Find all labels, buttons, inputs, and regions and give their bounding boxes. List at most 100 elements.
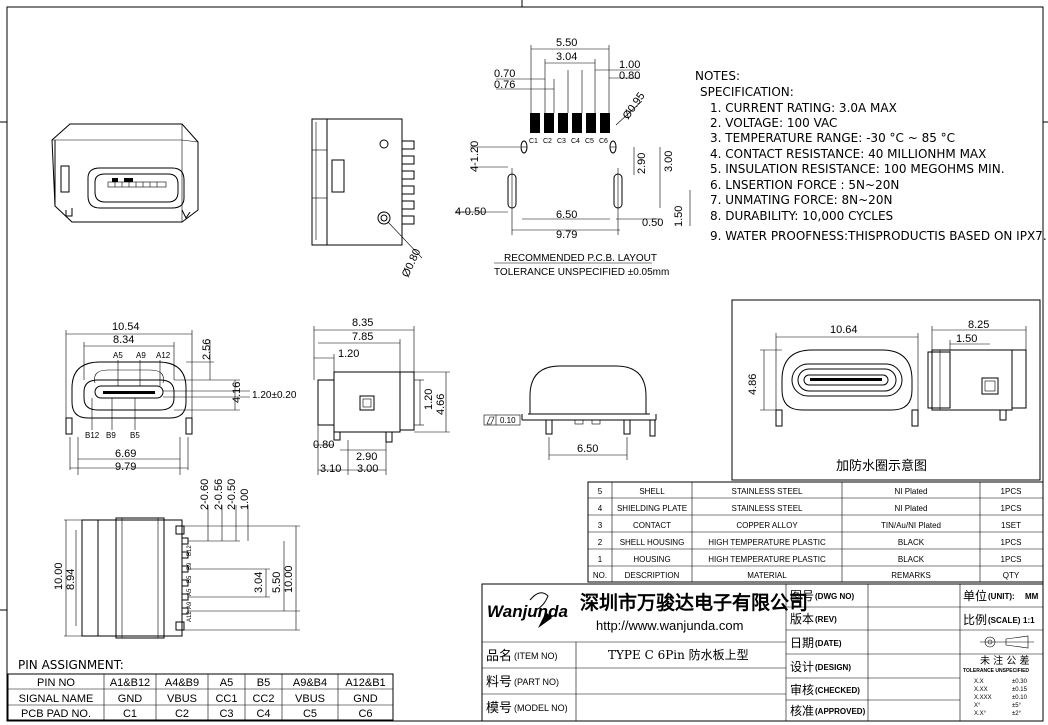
bot-dim-1000r: 10.00: [283, 565, 295, 593]
side2-dim-300: 3.00: [357, 463, 378, 475]
iso-view: [51, 123, 199, 223]
checked-en: (CHECKED): [815, 686, 860, 695]
dwg-en: (DWG NO): [815, 592, 854, 601]
bot-pin-b5: B5: [187, 575, 193, 583]
part-no-en: (PART NO): [514, 677, 559, 687]
bot-pin-b12: B12: [187, 545, 193, 556]
pad-c3: C3: [557, 138, 566, 145]
pin-cell: C6: [358, 708, 372, 720]
front-pin-b5: B5: [130, 431, 140, 440]
unit-value: MM: [1025, 592, 1039, 601]
bom-cell: 1PCS: [1001, 504, 1022, 513]
checked-label: 审核: [790, 682, 814, 697]
side2-dim-835: 8.35: [352, 317, 373, 329]
bot-pin-a5: A5: [187, 588, 193, 596]
pcb-dim-4-120: 4-1.20: [469, 141, 481, 172]
pin-cell: A4&B9: [165, 677, 199, 689]
wp-dim-150: 1.50: [956, 333, 977, 345]
pcb-layout: C1 C2 C3 C4 C5 C6: [455, 37, 691, 278]
bom-cell: 2: [598, 538, 603, 547]
note-1: 1. CURRENT RATING: 3.0A MAX: [710, 101, 897, 115]
pin-cell: GND: [353, 693, 378, 705]
pcb-dim-4-050: 4-0.50: [455, 206, 486, 218]
pad-c5: C5: [585, 138, 594, 145]
side2-dim-310: 3.10: [320, 463, 341, 475]
item-no-label: 品名: [486, 648, 512, 664]
note-9: 9. WATER PROOFNESS:THISPRODUCTIS BASED O…: [710, 229, 1047, 243]
scale-value: 1:1: [1023, 616, 1035, 625]
bot-dim-1000: 10.00: [53, 562, 65, 590]
bot-dim-2-060: 2-0.60: [199, 479, 211, 510]
company-url: http://www.wanjunda.com: [596, 618, 743, 633]
tol-value: ±0.30: [1012, 679, 1028, 685]
unit-label: 单位: [963, 588, 987, 603]
waterproof-view: 10.64 4.86 8.25 1.50 加防水圈示意图: [731, 299, 1041, 481]
notes: NOTES: SPECIFICATION: 1. CURRENT RATING:…: [695, 69, 1047, 243]
wp-dim-486: 4.86: [747, 374, 759, 395]
pin-cell: SIGNAL NAME: [19, 693, 94, 705]
bom-cell: COPPER ALLOY: [736, 521, 798, 530]
pin-cell: PIN NO: [37, 677, 75, 689]
pin-cell: C3: [219, 708, 233, 720]
bom-cell: 1: [598, 555, 603, 564]
rev-label: 版本: [790, 612, 814, 626]
part-no-label: 料号: [486, 675, 512, 690]
date-en: (DATE): [815, 639, 842, 648]
pcb-dim-650: 6.50: [556, 209, 577, 221]
bom-header-cell: REMARKS: [891, 571, 931, 580]
pin-cell: VBUS: [295, 693, 325, 705]
side2-dim-466: 4.66: [435, 394, 447, 415]
note-3: 3. TEMPERATURE RANGE: -30 °C ~ 85 °C: [710, 131, 955, 145]
model-no-en: (MODEL NO): [514, 703, 568, 713]
bom-cell: STAINLESS STEEL: [732, 487, 804, 496]
wp-dim-1064: 10.64: [830, 324, 858, 336]
pad-c4: C4: [571, 138, 580, 145]
pad-c2: C2: [543, 138, 552, 145]
note-4: 4. CONTACT RESISTANCE: 40 MILLIONHM MAX: [710, 147, 986, 161]
bot-dim-2-056: 2-0.56: [213, 479, 225, 510]
angled-view: 0.10 6.50: [483, 365, 657, 460]
side-view-2: 8.35 7.85 1.20 1.20 4.66 0.80 2.90 3.10 …: [313, 317, 450, 475]
bot-dim-550: 5.50: [271, 572, 283, 593]
pcb-dim-100: 1.00: [619, 59, 640, 71]
bot-dim-894: 8.94: [65, 569, 77, 590]
model-no-label: 模号: [486, 701, 512, 716]
bom-header-cell: MATERIAL: [747, 571, 787, 580]
bom-cell: 1PCS: [1001, 538, 1022, 547]
pin-title: PIN ASSIGNMENT:: [18, 658, 124, 672]
bom-cell: SHELL HOUSING: [620, 538, 685, 547]
tol-value: ±0.15: [1012, 687, 1028, 693]
note-8: 8. DURABILITY: 10,000 CYCLES: [710, 209, 893, 223]
bom-cell: 1SET: [1001, 521, 1021, 530]
company-logo: Wanjunda: [487, 592, 568, 628]
tol-key: X°: [974, 703, 981, 709]
side2-dim-785: 7.85: [352, 331, 373, 343]
bom-cell: STAINLESS STEEL: [732, 504, 804, 513]
side2-dim-290: 2.90: [356, 451, 377, 463]
pad-c6: C6: [599, 138, 608, 145]
company-name: 深圳市万骏达电子有限公司: [580, 591, 808, 614]
bom-cell: CONTACT: [633, 521, 671, 530]
bot-dim-2-050: 2-0.50: [226, 479, 238, 510]
bom-cell: HIGH TEMPERATURE PLASTIC: [708, 538, 826, 547]
pcb-dim-150: 1.50: [673, 206, 685, 227]
pcb-title: RECOMMENDED P.C.B. LAYOUT: [504, 253, 657, 264]
pcb-dim-300: 3.00: [663, 151, 675, 172]
rev-en: (REV): [815, 615, 837, 624]
tol-value: ±2°: [1012, 711, 1022, 717]
front-dim-1054: 10.54: [112, 321, 140, 333]
tol-value: ±0.10: [1012, 695, 1028, 701]
pcb-dim-304: 3.04: [556, 51, 577, 63]
front-dim-834: 8.34: [113, 334, 134, 346]
pin-cell: B5: [257, 677, 270, 689]
front-dim-120: 1.20±0.20: [252, 390, 297, 401]
front-pin-a12: A12: [156, 351, 171, 360]
wp-dim-825: 8.25: [968, 319, 989, 331]
logo-text: Wanjunda: [487, 602, 568, 621]
front-dim-669: 6.69: [115, 448, 136, 460]
approved-label: 核准: [790, 704, 814, 718]
side2-dim-120v: 1.20: [423, 389, 435, 410]
front-dim-256: 2.56: [201, 339, 213, 360]
